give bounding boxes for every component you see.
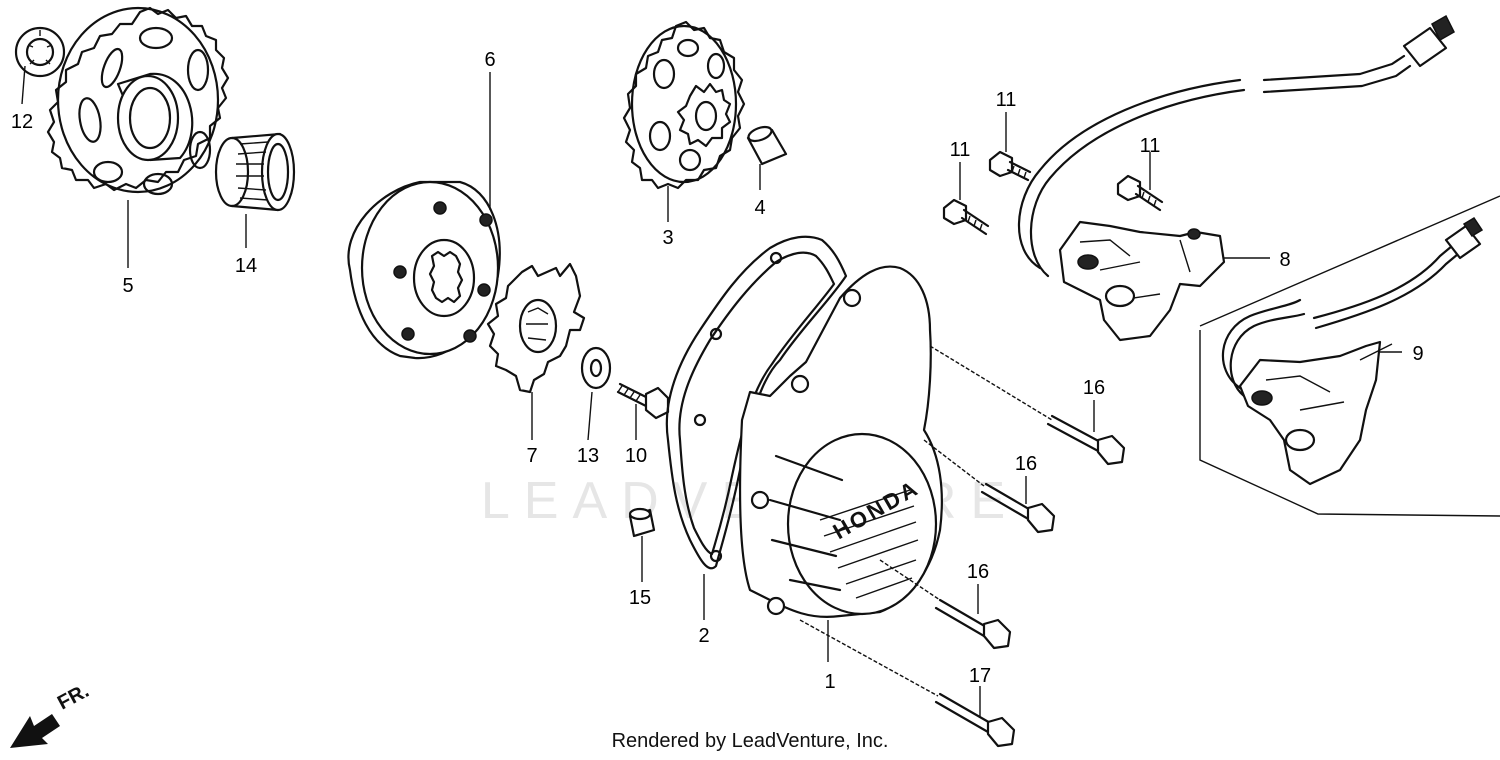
part-1-generator-cover: HONDA: [738, 265, 943, 618]
part-14-needle-bearing: [214, 132, 296, 212]
callout-7: 7: [526, 445, 537, 467]
part-9-pulse-generator-alt: [1199, 195, 1500, 517]
part-15-dowel-pin: [628, 507, 656, 538]
part-11-bolt-left: [942, 198, 990, 236]
callout-3: 3: [662, 227, 673, 249]
part-4-dowel-pin: [746, 125, 788, 166]
callout-14: 14: [235, 255, 257, 277]
callout-4: 4: [754, 197, 765, 219]
callout-12: 12: [11, 111, 33, 133]
part-5-starter-driven-gear: [46, 6, 230, 196]
part-16-bolt-upper: [929, 345, 1126, 466]
part-11-bolt-right: [1116, 174, 1164, 212]
part-10-bolt: [616, 382, 670, 420]
leader-12: [21, 65, 26, 105]
part-17-bolt: [799, 619, 1016, 748]
callout-11-top: 11: [996, 89, 1017, 111]
part-16-bolt-middle: [923, 439, 1056, 534]
callout-10: 10: [625, 445, 647, 467]
part-3-reduction-gear: [622, 20, 746, 190]
callout-13: 13: [577, 445, 599, 467]
callout-9: 9: [1412, 343, 1423, 365]
callout-2: 2: [698, 625, 709, 647]
callout-11-right: 11: [1140, 135, 1161, 157]
callout-5: 5: [122, 275, 133, 297]
front-indicator-label: FR.: [54, 680, 93, 715]
callout-15: 15: [629, 587, 651, 609]
render-credit: Rendered by LeadVenture, Inc.: [611, 730, 889, 752]
callout-8: 8: [1279, 249, 1290, 271]
callout-16-upper: 16: [1083, 377, 1105, 399]
part-2-gasket: [665, 235, 848, 570]
leader-13: [587, 391, 593, 441]
callout-17: 17: [969, 665, 991, 687]
callout-16-middle: 16: [1015, 453, 1037, 475]
part-16-bolt-lower: [879, 559, 1012, 650]
callout-6: 6: [484, 49, 495, 71]
callout-1: 1: [824, 671, 835, 693]
part-7-one-way-clutch: [486, 262, 586, 394]
part-6-starter-clutch: [347, 180, 501, 360]
part-11-bolt-top: [988, 150, 1032, 182]
part-13-washer: [580, 346, 612, 390]
callout-16-lower: 16: [967, 561, 989, 583]
part-8-pulse-generator: [1017, 14, 1455, 342]
callout-11-left: 11: [950, 139, 971, 161]
part-12-circlip: [14, 26, 66, 78]
